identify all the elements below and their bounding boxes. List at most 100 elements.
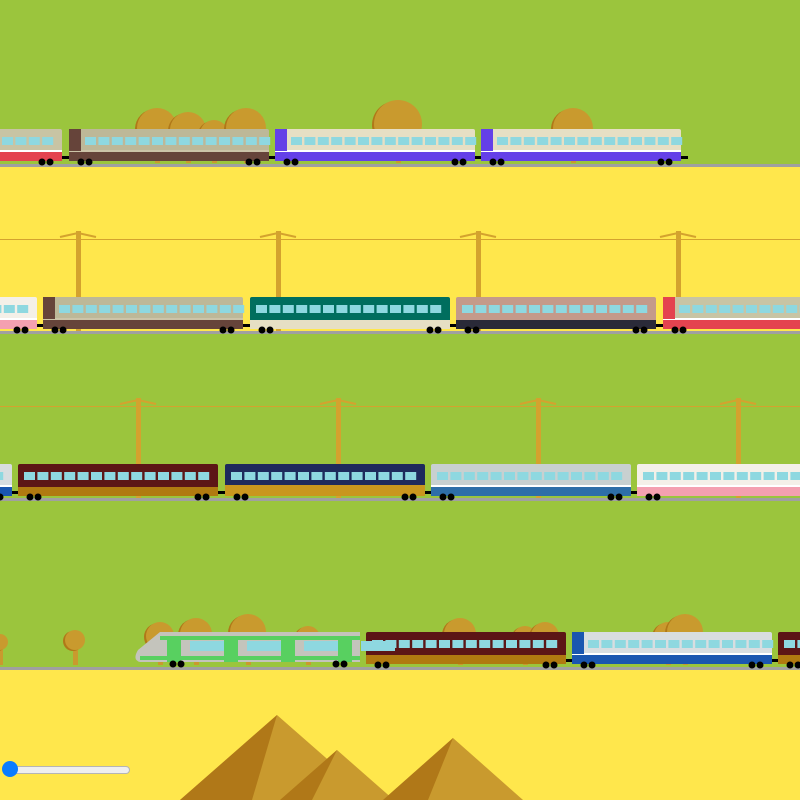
- car-window: [139, 305, 151, 313]
- car-lower: [456, 319, 656, 329]
- car-window: [683, 472, 695, 480]
- car-window: [28, 137, 40, 145]
- train-car: [0, 464, 19, 501]
- car-lower: [43, 319, 243, 329]
- tree-trunk: [0, 647, 3, 665]
- car-window: [797, 640, 800, 648]
- hst-stripe: [140, 656, 360, 660]
- car-window: [344, 137, 356, 145]
- car-stripe: [43, 318, 243, 320]
- car-lower: [69, 151, 269, 161]
- car-window: [178, 137, 190, 145]
- car-window: [282, 305, 294, 313]
- car-coupler: [450, 324, 457, 327]
- car-wheel: [13, 326, 21, 334]
- car-window: [219, 305, 231, 313]
- car-window: [77, 472, 89, 480]
- car-wheel: [472, 326, 480, 334]
- car-wheel: [542, 661, 550, 669]
- car-coupler: [656, 324, 663, 327]
- car-window: [257, 472, 269, 480]
- car-window: [748, 640, 760, 648]
- car-coupler: [269, 156, 276, 159]
- car-window: [371, 137, 383, 145]
- train-car: [18, 464, 225, 501]
- car-stripe: [0, 318, 37, 320]
- car-window: [0, 472, 4, 480]
- catenary-pole: [259, 231, 297, 332]
- pole-mast: [736, 398, 741, 499]
- train-car: [572, 632, 779, 669]
- car-window: [390, 305, 401, 313]
- car-window: [358, 137, 369, 145]
- train-car: [637, 464, 800, 501]
- pyramid-shade: [280, 750, 337, 800]
- car-window: [671, 137, 683, 145]
- car-window: [231, 472, 242, 480]
- car-window: [723, 472, 735, 480]
- car-wheel: [550, 661, 558, 669]
- car-window: [557, 472, 569, 480]
- car-wheel: [489, 158, 497, 166]
- car-window: [198, 472, 210, 480]
- car-window: [705, 305, 717, 313]
- train-car: [225, 464, 432, 501]
- car-coupler: [62, 156, 69, 159]
- car-window: [588, 640, 599, 648]
- car-lower: [225, 486, 425, 496]
- car-window: [158, 472, 169, 480]
- catenary-pole: [59, 231, 97, 332]
- car-stripe: [18, 485, 218, 487]
- car-wheel: [615, 493, 623, 501]
- car-window: [710, 472, 721, 480]
- car-window: [465, 640, 477, 648]
- car-wheel: [401, 493, 409, 501]
- car-window: [324, 472, 336, 480]
- hst-window: [190, 641, 224, 651]
- car-window: [519, 640, 531, 648]
- car-window: [125, 137, 137, 145]
- car-window: [42, 137, 54, 145]
- slider-track[interactable]: [8, 766, 130, 774]
- car-stripe: [250, 318, 450, 320]
- car-window: [532, 640, 544, 648]
- background-band: [0, 669, 800, 800]
- car-window: [72, 305, 84, 313]
- slider-thumb[interactable]: [2, 761, 18, 777]
- hst-stripe: [160, 636, 360, 640]
- pyramid: [280, 750, 394, 800]
- pole-arm: [259, 231, 297, 238]
- car-window: [24, 472, 35, 480]
- car-window: [111, 137, 123, 145]
- car-wheel: [59, 326, 67, 334]
- car-window: [398, 137, 410, 145]
- car-window: [577, 137, 589, 145]
- car-lower: [572, 654, 772, 664]
- car-window: [488, 305, 500, 313]
- car-window: [298, 472, 309, 480]
- car-window: [365, 472, 376, 480]
- hst-wheel: [177, 660, 185, 668]
- car-window: [692, 305, 704, 313]
- car-window: [762, 640, 774, 648]
- car-window: [0, 305, 2, 313]
- train-car: [366, 632, 573, 669]
- hst-wheel: [169, 660, 177, 668]
- train-car: [456, 297, 663, 334]
- car-window: [681, 640, 693, 648]
- car-window: [777, 472, 788, 480]
- car-window: [668, 640, 680, 648]
- car-window: [641, 640, 653, 648]
- car-window: [336, 305, 348, 313]
- car-wheel: [291, 158, 299, 166]
- speed-slider[interactable]: [2, 761, 130, 777]
- car-stripe: [572, 653, 772, 655]
- hst-window: [361, 641, 395, 651]
- car-window: [296, 305, 308, 313]
- car-window: [679, 305, 690, 313]
- car-window: [786, 305, 798, 313]
- car-window: [502, 305, 514, 313]
- car-window: [497, 137, 508, 145]
- car-window: [284, 472, 296, 480]
- car-window: [614, 640, 626, 648]
